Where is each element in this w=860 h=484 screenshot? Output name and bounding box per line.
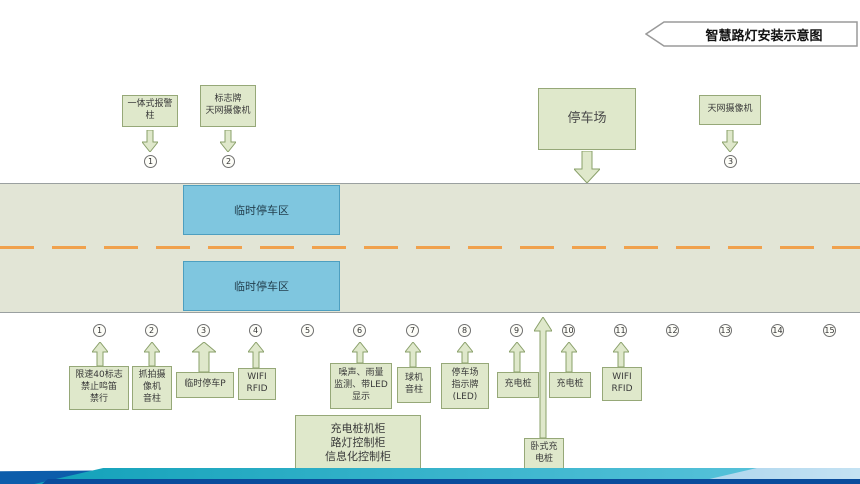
speed-sign-box: 限速40标志 禁止鸣笛 禁行 [69, 366, 129, 410]
wifi-rfid-box: WIFI RFID [238, 368, 276, 400]
marker: 11 [614, 324, 627, 337]
up-arrow-icon [561, 342, 577, 372]
up-arrow-icon [509, 342, 525, 372]
dome-camera-box: 球机 音柱 [397, 367, 431, 403]
up-arrow-icon [405, 342, 421, 367]
marker: 10 [562, 324, 575, 337]
marker: 3 [197, 324, 210, 337]
marker: 2 [145, 324, 158, 337]
capture-camera-box: 抓拍摄 像机 音柱 [132, 366, 172, 410]
parking-sign-box: 停车场 指示牌 (LED) [441, 363, 489, 409]
top-marker: 1 [144, 155, 157, 168]
marker: 12 [666, 324, 679, 337]
sky-camera-box: 天网摄像机 [699, 95, 761, 125]
title-banner: 智慧路灯安装示意图 [644, 21, 859, 48]
up-arrow-icon [457, 342, 473, 363]
marker: 4 [249, 324, 262, 337]
horizontal-charger-box: 卧式充 电桩 [524, 438, 564, 470]
marker: 9 [510, 324, 523, 337]
sign-camera-box: 标志牌 天网摄像机 [200, 85, 256, 127]
wifi-rfid-box: WIFI RFID [602, 367, 642, 401]
alarm-post-box: 一体式报警柱 [122, 95, 178, 127]
up-arrow-icon [613, 342, 629, 367]
marker: 8 [458, 324, 471, 337]
marker: 6 [353, 324, 366, 337]
control-cabinet-box: 充电桩机柜 路灯控制柜 信息化控制柜 [295, 415, 421, 471]
road-center-dashed-line [0, 246, 860, 249]
marker: 14 [771, 324, 784, 337]
up-arrow-icon [352, 342, 368, 363]
long-up-arrow-icon [534, 317, 552, 438]
charger-box: 充电桩 [549, 372, 591, 398]
up-arrow-icon [248, 342, 264, 368]
down-arrow-icon [142, 130, 158, 152]
down-arrow-icon [722, 130, 738, 152]
up-arrow-icon [192, 342, 216, 372]
page-title: 智慧路灯安装示意图 [705, 29, 823, 44]
marker: 15 [823, 324, 836, 337]
parking-lot-down-arrow-icon [574, 151, 600, 183]
top-marker: 2 [222, 155, 235, 168]
marker: 7 [406, 324, 419, 337]
marker: 13 [719, 324, 732, 337]
marker: 5 [301, 324, 314, 337]
down-arrow-icon [220, 130, 236, 152]
temp-parking-zone-bottom: 临时停车区 [183, 261, 340, 311]
charger-box: 充电桩 [497, 372, 539, 398]
banner-ribbon-shape [644, 21, 858, 47]
temp-parking-box: 临时停车P [176, 372, 234, 398]
noise-rain-box: 噪声、雨量 监测、带LED 显示 [330, 363, 392, 409]
up-arrow-icon [92, 342, 108, 366]
top-marker: 3 [724, 155, 737, 168]
temp-parking-zone-top: 临时停车区 [183, 185, 340, 235]
up-arrow-icon [144, 342, 160, 366]
footer-baseline [42, 479, 860, 484]
marker: 1 [93, 324, 106, 337]
parking-lot-box: 停车场 [538, 88, 636, 150]
footer-decoration [0, 468, 860, 484]
